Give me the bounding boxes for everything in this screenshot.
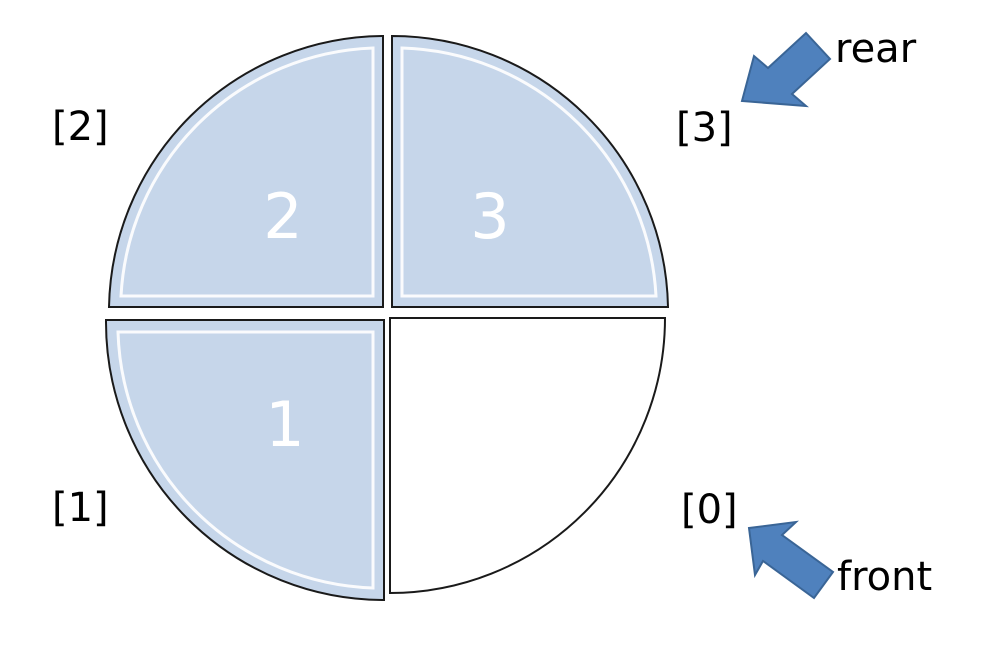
index-label-0: [0] [681, 487, 738, 533]
queue-slot-0 [389, 317, 667, 595]
slot-2-value: 2 [263, 180, 302, 253]
queue-slot-1: 1 [104, 319, 385, 602]
rear-arrow-icon [740, 31, 832, 108]
slot-1-value: 1 [265, 388, 304, 461]
queue-slot-2: 2 [107, 34, 384, 308]
queue-slot-3: 3 [391, 34, 670, 308]
index-label-2: [2] [52, 104, 109, 150]
front-label: front [837, 554, 932, 600]
rear-label: rear [835, 26, 917, 72]
front-arrow-icon [747, 520, 835, 600]
index-label-1: [1] [52, 485, 109, 531]
index-label-3: [3] [676, 105, 733, 151]
slot-3-value: 3 [470, 180, 509, 253]
